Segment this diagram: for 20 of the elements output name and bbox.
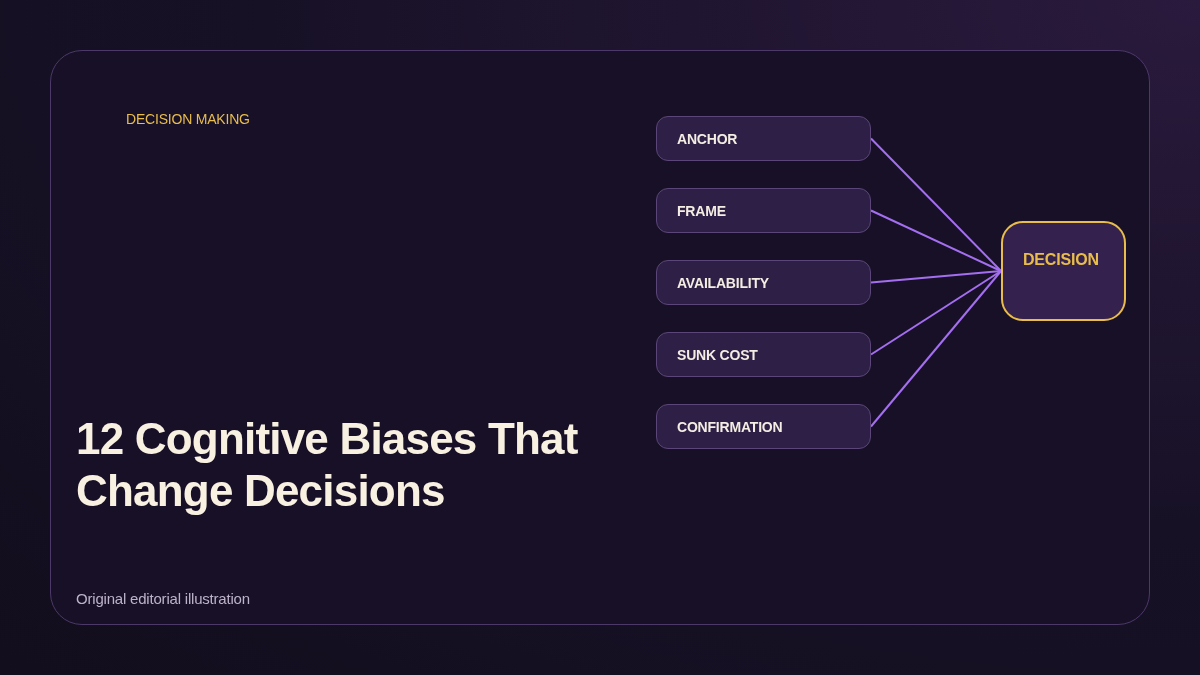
- bias-box: [656, 188, 871, 233]
- category-label: DECISION MAKING: [126, 110, 250, 129]
- connector-line: [870, 270, 1002, 428]
- bias-box: [656, 332, 871, 377]
- box-label: CONFIRMATION: [677, 417, 783, 437]
- bias-box: [656, 116, 871, 161]
- title: 12 Cognitive Biases That Change Decisions: [76, 413, 579, 517]
- bias-box: [656, 260, 871, 305]
- footer-note: Original editorial illustration: [76, 589, 250, 609]
- box-label: ANCHOR: [677, 129, 738, 149]
- connector-line: [870, 137, 1002, 272]
- box-label: AVAILABILITY: [677, 273, 769, 293]
- bias-box: [656, 404, 871, 449]
- connector-line: [870, 209, 1002, 272]
- decision-box: [1001, 221, 1126, 321]
- box-label: SUNK COST: [677, 345, 758, 365]
- connector-line: [870, 270, 1002, 356]
- connector-line: [870, 270, 1002, 284]
- box-label: DECISION: [1023, 250, 1100, 270]
- box-label: FRAME: [677, 201, 726, 221]
